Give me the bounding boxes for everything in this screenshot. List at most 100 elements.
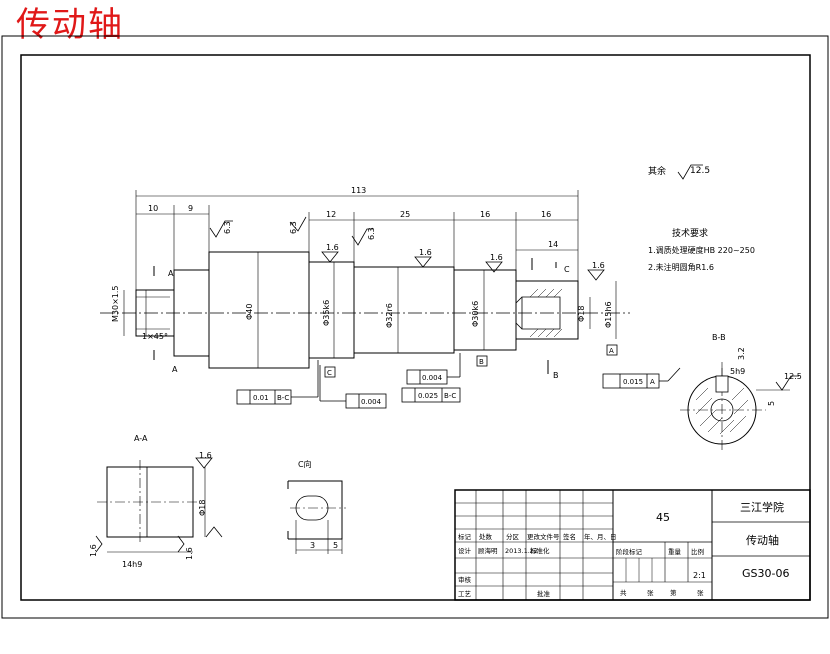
datum-b: B <box>479 358 484 366</box>
tb-h-zone: 分区 <box>506 532 520 541</box>
tb-company: 三江学院 <box>740 500 784 514</box>
dim-32: Φ32r6 <box>385 303 394 328</box>
dim-chamfer: 1×45° <box>142 332 168 341</box>
section-c <box>287 480 346 554</box>
tb-material: 45 <box>656 511 670 524</box>
overall-roughness-label: 其余 <box>648 165 666 177</box>
gdt-frames <box>236 353 681 409</box>
section-aa <box>95 457 223 553</box>
gdt2-value: 0.004 <box>361 398 382 406</box>
section-aa-r16b: 1.6 <box>89 544 98 557</box>
cut-marks <box>153 258 557 374</box>
tb-h-mark: 标记 <box>458 532 472 541</box>
dimension-texts: 113 10 9 12 25 16 16 14 1×45° M30×1.5 Φ4… <box>111 186 613 341</box>
datum-boxes <box>324 344 618 378</box>
datum-a: A <box>609 347 614 355</box>
rough-63b: 6.3 <box>289 221 298 234</box>
section-bb-label: B-B <box>712 333 726 342</box>
tech-req-heading: 技术要求 <box>672 227 708 239</box>
rough-63a: 6.3 <box>223 221 232 234</box>
tb-review: 审核 <box>458 575 472 584</box>
section-aa-width: 14h9 <box>122 560 142 569</box>
dim-9: 9 <box>188 204 193 213</box>
section-bb-depth: 5 <box>767 401 776 406</box>
diameter-lines <box>123 252 617 368</box>
overall-roughness-value: 12.5 <box>690 166 710 176</box>
dim-16b: 16 <box>541 210 551 219</box>
rough-16a: 1.6 <box>326 243 339 252</box>
dim-18: Φ18 <box>577 306 586 322</box>
gdt1-value: 0.01 <box>253 394 269 402</box>
title-block-texts: 45 三江学院 传动轴 GS30-06 2:1 标记 处数 分区 更改文件号 签… <box>458 500 789 598</box>
roughness-marks <box>209 216 605 281</box>
tb-process: 工艺 <box>458 590 472 598</box>
tb-stage-mark: 阶段标记 <box>616 547 643 556</box>
section-aa-height: Φ18 <box>198 500 207 516</box>
cut-b: B <box>553 371 559 380</box>
tech-req-item-2: 2.未注明圆角R1.6 <box>648 262 714 272</box>
section-bb-texts: B-B 5h9 3.2 12.5 5 <box>712 333 802 406</box>
tb-approve: 批准 <box>537 589 551 598</box>
tb-sheet-unit: 张 <box>647 588 654 597</box>
gdt5-value: 0.015 <box>623 378 643 386</box>
section-aa-texts: A-A 14h9 Φ18 1.6 1.6 1.6 <box>89 434 212 569</box>
gdt3-value: 0.004 <box>422 374 443 382</box>
tb-part-name: 传动轴 <box>746 533 779 547</box>
section-bb-r32: 3.2 <box>737 347 746 360</box>
gdt4-value: 0.025 <box>418 392 438 400</box>
tb-h-date: 年、月、日 <box>584 532 617 541</box>
dim-14: 14 <box>548 240 558 249</box>
tb-design-label: 设计 <box>458 546 472 555</box>
tb-weight: 重量 <box>668 548 682 556</box>
section-aa-r16c: 1.6 <box>185 547 194 560</box>
datum-c: C <box>327 369 332 377</box>
dimension-lines <box>135 190 579 290</box>
dim-12: 12 <box>326 210 336 219</box>
tb-scale: 2:1 <box>693 571 706 580</box>
dim-40: Φ40 <box>245 304 254 320</box>
tb-scale-label: 比例 <box>691 547 704 556</box>
outer-frame <box>1 35 829 619</box>
gdt1-datum: B-C <box>277 394 289 402</box>
section-c-label: C向 <box>298 459 312 469</box>
rough-63c: 6.3 <box>367 227 376 240</box>
dim-thread: M30×1.5 <box>111 285 120 322</box>
cut-c: C <box>564 265 570 274</box>
dim-16a: 16 <box>480 210 490 219</box>
section-c-dim-left: 3 <box>310 541 315 550</box>
tech-req-item-1: 1.调质处理硬度HB 220~250 <box>648 245 755 255</box>
dim-25: 25 <box>400 210 410 219</box>
tb-h-count: 处数 <box>479 532 493 541</box>
overall-roughness: 其余 12.5 <box>648 164 710 180</box>
rough-16d: 1.6 <box>592 261 605 270</box>
section-bb-roughness: 12.5 <box>784 372 802 381</box>
rough-16c: 1.6 <box>490 253 503 262</box>
cut-a-bottom: A <box>172 365 178 374</box>
tb-design-date: 2013.1.22 <box>505 547 538 555</box>
tb-sheet-unit2: 张 <box>697 588 704 597</box>
dim-30: Φ30k6 <box>471 301 480 327</box>
section-aa-label: A-A <box>134 434 148 443</box>
shaft-main-view <box>100 251 630 369</box>
dim-35: Φ35k6 <box>322 300 331 326</box>
tb-h-sign: 签名 <box>563 532 576 541</box>
dim-15: Φ15h6 <box>604 301 613 328</box>
cut-a-top: A <box>168 269 174 278</box>
roughness-texts: 6.3 6.3 6.3 1.6 1.6 1.6 1.6 <box>223 221 605 270</box>
tb-standardize: 标准化 <box>530 546 550 555</box>
dim-10: 10 <box>148 204 158 213</box>
tb-h-doc: 更改文件号 <box>527 532 560 541</box>
gdt5-datum: A <box>650 378 655 386</box>
tech-requirements: 技术要求 1.调质处理硬度HB 220~250 2.未注明圆角R1.6 <box>648 227 755 272</box>
tb-sheet-no: 第 <box>670 588 677 597</box>
section-c-dim-right: 5 <box>333 541 338 550</box>
gdt-texts: 0.01 B-C 0.004 0.004 0.025 B-C 0.015 A <box>253 374 655 406</box>
section-c-texts: C向 3 5 <box>298 459 338 550</box>
tb-sheet-total: 共 <box>620 588 627 597</box>
cut-texts: A A B C <box>168 265 570 380</box>
tb-designer: 顾海明 <box>478 546 498 555</box>
gdt4-datum: B-C <box>444 392 456 400</box>
section-aa-r16a: 1.6 <box>199 451 212 460</box>
